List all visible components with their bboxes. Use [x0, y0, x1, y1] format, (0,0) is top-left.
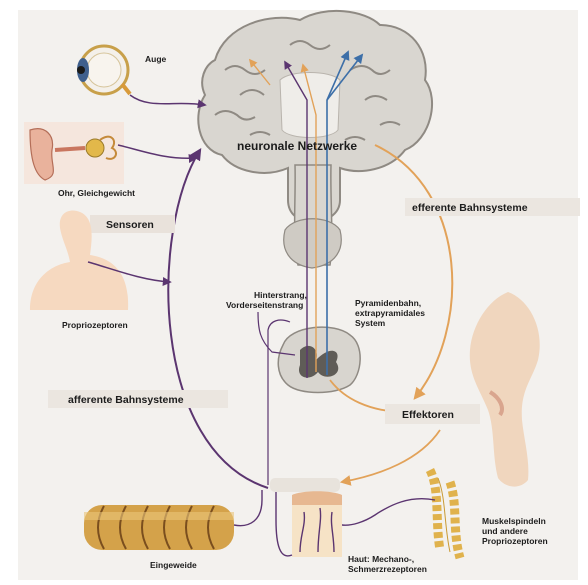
- label-pyramiden-2: extrapyramidales: [355, 308, 425, 318]
- label-muskel-3: Propriozeptoren: [482, 536, 548, 546]
- muscle-spindle-illustration: [430, 470, 460, 558]
- spindle-nerve-line: [328, 495, 435, 525]
- leg-illustration: [470, 292, 540, 487]
- intestine-nerve-line: [234, 490, 262, 526]
- ear-nerve-line: [118, 145, 196, 158]
- label-haut-1: Haut: Mechano-,: [348, 554, 414, 564]
- effektoren-feedback-arrow: [342, 430, 440, 482]
- intestine-illustration: [84, 505, 234, 550]
- efferent-loop-arrow: [375, 145, 452, 398]
- label-eingeweide: Eingeweide: [150, 560, 197, 570]
- eye-nerve-line: [130, 95, 205, 105]
- spinal-cord-section: [278, 327, 360, 392]
- label-pyramiden-3: System: [355, 318, 386, 328]
- ear-illustration: [24, 122, 124, 184]
- label-hinterstrang-2: Vorderseitenstrang: [226, 300, 303, 310]
- label-efferente-bahnsysteme: efferente Bahnsysteme: [412, 202, 528, 214]
- label-hinterstrang-1: Hinterstrang,: [254, 290, 307, 300]
- label-pyramiden-1: Pyramidenbahn,: [355, 298, 421, 308]
- label-haut-2: Schmerzrezeptoren: [348, 564, 427, 574]
- label-muskel-1: Muskelspindeln: [482, 516, 546, 526]
- label-muskel-2: und andere: [482, 526, 528, 536]
- label-auge: Auge: [145, 54, 167, 64]
- label-afferente-bahnsysteme: afferente Bahnsysteme: [68, 394, 184, 406]
- label-neuronale-netzwerke: neuronale Netzwerke: [237, 139, 357, 153]
- receptor-convergence-band: [270, 478, 340, 492]
- label-propriozeptoren: Propriozeptoren: [62, 320, 128, 330]
- eye-illustration: [77, 46, 130, 94]
- label-ohr: Ohr, Gleichgewicht: [58, 188, 135, 198]
- skin-illustration: [292, 491, 342, 557]
- label-sensoren: Sensoren: [106, 219, 154, 231]
- label-effektoren: Effektoren: [402, 409, 454, 421]
- skin-nerve-line: [276, 492, 292, 556]
- afferent-loop-arrow: [168, 150, 268, 488]
